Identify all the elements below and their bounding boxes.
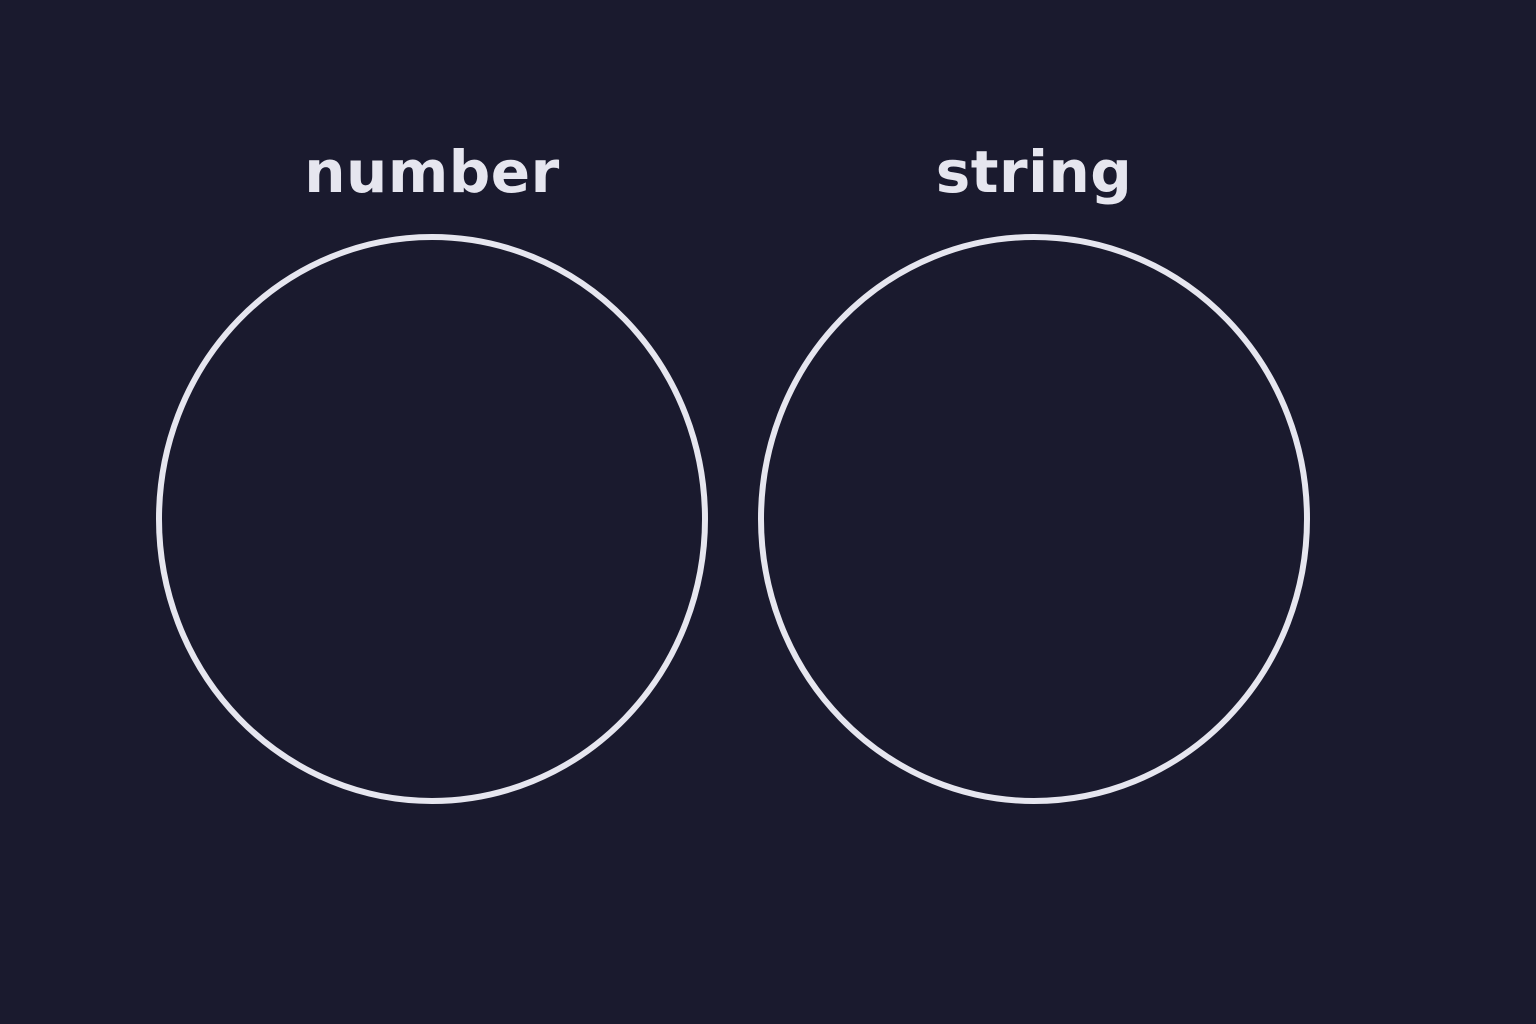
set-number: number — [152, 0, 712, 1024]
set-circle-number — [156, 234, 708, 804]
set-circle-string — [758, 234, 1310, 804]
set-string: string — [754, 0, 1314, 1024]
set-label-string: string — [935, 138, 1133, 206]
set-label-number: number — [304, 138, 560, 206]
